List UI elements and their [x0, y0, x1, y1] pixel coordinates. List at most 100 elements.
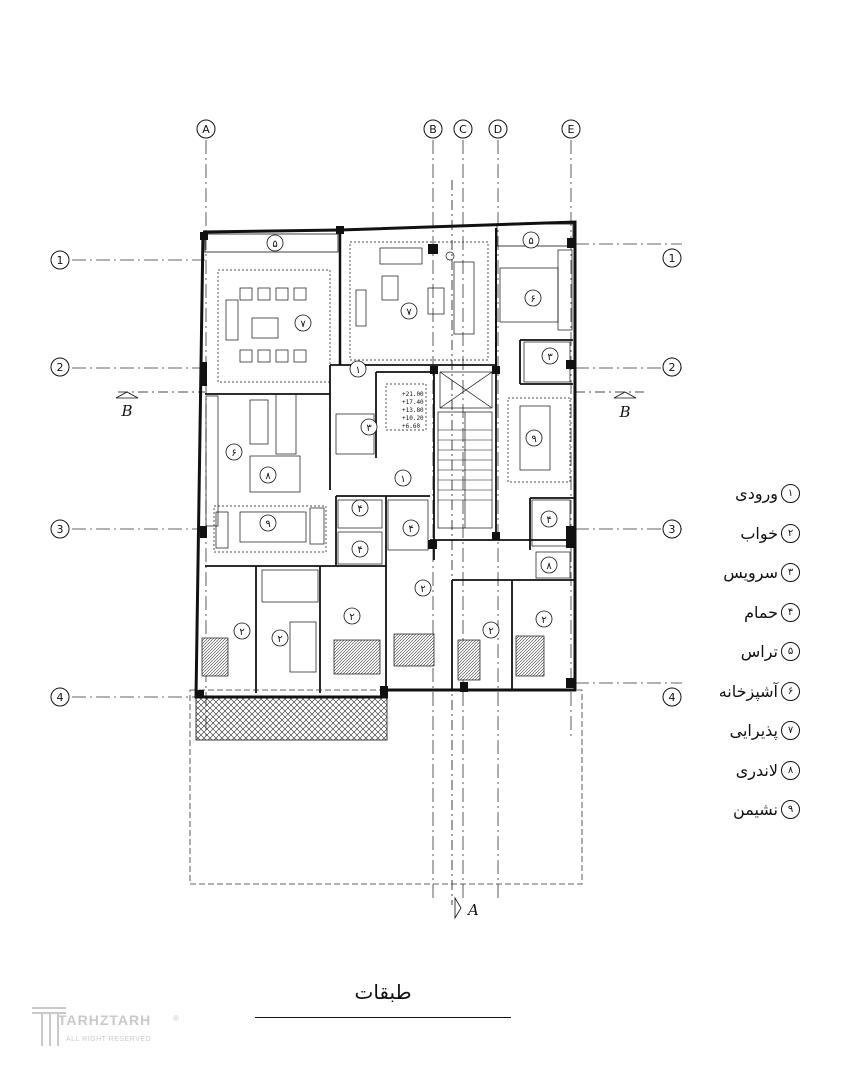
tag-service-left: ۳	[366, 423, 372, 434]
section-label-B-right: B	[618, 403, 630, 421]
legend-label: لاندری	[735, 760, 778, 780]
section-label-A: A	[466, 901, 479, 919]
legend-label: پذیرایی	[729, 721, 778, 741]
legend-item-bath: ۴ حمام	[640, 593, 800, 633]
tag-bedroom-5: ۲	[488, 626, 493, 637]
grid-label-3-right: 3	[669, 523, 676, 536]
legend-number: ۷	[781, 721, 800, 741]
legend-number: ۵	[781, 642, 800, 662]
grid-label-A: A	[202, 123, 210, 136]
legend-number: ۹	[781, 800, 800, 820]
elevation-2: +17.40	[402, 399, 424, 406]
drawing-title: طبقات	[354, 980, 412, 1004]
living-left-furniture	[213, 505, 327, 553]
legend-label: تراس	[740, 642, 778, 662]
legend-item-reception: ۷ پذیرایی	[640, 711, 800, 751]
grid-bubble-1-left	[50, 250, 70, 270]
watermark-logo: TARHZTARH ® ALL RIGHT RESERVED	[30, 1002, 190, 1052]
legend-number: ۸	[781, 760, 800, 780]
section-label-B-left: B	[120, 402, 132, 420]
grid-bubble-4-left	[50, 687, 70, 707]
grid-label-4-left: 4	[57, 691, 64, 704]
tag-bath-4: ۴	[546, 515, 551, 526]
room-tag-circles	[225, 231, 559, 647]
tag-living-left: ۹	[265, 519, 270, 530]
legend-label: آشپزخانه	[718, 681, 778, 701]
legend-label: حمام	[744, 602, 778, 622]
grid-bubble-1-right	[662, 248, 682, 268]
tag-laundry-right: ۸	[546, 561, 552, 572]
grid-label-2-left: 2	[57, 361, 64, 374]
tag-kitchen-right: ۶	[530, 294, 535, 305]
tag-bedroom-1: ۲	[239, 627, 244, 638]
legend-label: ورودی	[735, 484, 778, 504]
elevation-3: +13.80	[402, 407, 424, 414]
grid-label-4-right: 4	[669, 691, 676, 704]
tag-bath-2: ۴	[357, 545, 362, 556]
tag-bedroom-2: ۲	[277, 634, 282, 645]
tag-terrace-left: ۵	[272, 239, 277, 250]
reception-left-furniture	[217, 269, 331, 383]
legend-label: نشیمن	[733, 800, 778, 820]
legend-number: ۴	[781, 602, 800, 622]
grid-label-B: B	[429, 123, 437, 136]
tag-bath-1: ۴	[357, 504, 362, 515]
section-cut-marks	[115, 180, 644, 920]
legend-item-bedroom: ۲ خواب	[640, 514, 800, 554]
grid-bubble-D	[488, 119, 508, 139]
legend-number: ۳	[781, 563, 800, 583]
watermark-name: TARHZTARH	[58, 1012, 152, 1028]
grid-bubble-2-right	[662, 357, 682, 377]
room-legend: ۱ ورودی ۲ خواب ۳ سرویس ۴ حمام ۵ تراس ۶ آ…	[640, 474, 800, 830]
elevation-1: +21.00	[402, 391, 424, 398]
grid-bubble-A	[196, 119, 216, 139]
bathroom-fixtures	[335, 341, 571, 579]
tag-entrance-bottom: ۱	[400, 474, 405, 485]
legend-item-kitchen: ۶ آشپزخانه	[640, 672, 800, 712]
watermark-subtitle: ALL RIGHT RESERVED	[66, 1036, 152, 1043]
grid-label-3-left: 3	[57, 523, 64, 536]
right-unit-furniture	[499, 249, 573, 483]
tag-laundry-left: ۸	[265, 471, 271, 482]
legend-item-entrance: ۱ ورودی	[640, 474, 800, 514]
grid-label-E: E	[568, 123, 575, 136]
tag-living-right: ۹	[531, 434, 536, 445]
elevation-4: +10.20	[402, 415, 424, 422]
elevator-stair	[437, 371, 493, 529]
tag-service-right: ۳	[547, 352, 553, 363]
grid-bubble-3-left	[50, 519, 70, 539]
tag-bedroom-3: ۲	[349, 612, 354, 623]
logo-mark-icon	[32, 1007, 66, 1046]
grid-label-1-right: 1	[669, 252, 676, 265]
watermark-registered-mark: ®	[173, 1014, 179, 1023]
legend-number: ۱	[781, 484, 800, 504]
elevation-box	[385, 383, 427, 431]
grid-label-2-right: 2	[669, 361, 676, 374]
room-tag-numbers: ۵ ۵ ۷ ۷ ۶ ۶ ۱ ۱ ۳ ۳ ۹ ۸ ۹ ۴ ۴ ۴ ۴ ۸ ۲ ۲ …	[231, 236, 553, 645]
legend-item-service: ۳ سرویس	[640, 553, 800, 593]
elevation-5: +6.60	[402, 423, 420, 430]
tag-terrace-right: ۵	[528, 236, 533, 247]
legend-number: ۲	[781, 523, 800, 543]
grid-bubble-E	[561, 119, 581, 139]
title-underline	[255, 1017, 511, 1018]
grid-bubble-3-right	[662, 519, 682, 539]
tag-entrance-top: ۱	[355, 365, 360, 376]
legend-label: سرویس	[723, 563, 778, 583]
tag-kitchen-left: ۶	[231, 448, 236, 459]
grid-bubble-C	[453, 119, 473, 139]
bedrooms	[201, 569, 545, 681]
legend-item-living: ۹ نشیمن	[640, 790, 800, 830]
legend-label: خواب	[740, 523, 778, 543]
grid-label-1-left: 1	[57, 254, 64, 267]
grid-bubble-4-right	[662, 687, 682, 707]
grid-bubble-B	[423, 119, 443, 139]
tag-reception-left: ۷	[300, 319, 306, 330]
legend-item-laundry: ۸ لاندری	[640, 751, 800, 791]
grid-axes	[72, 140, 682, 900]
grid-bubble-labels: A B C D E 1 1 2 2 3 3 4 4	[57, 123, 676, 704]
hatched-yard	[195, 696, 388, 741]
legend-number: ۶	[781, 681, 800, 701]
lot-boundary	[189, 689, 583, 885]
